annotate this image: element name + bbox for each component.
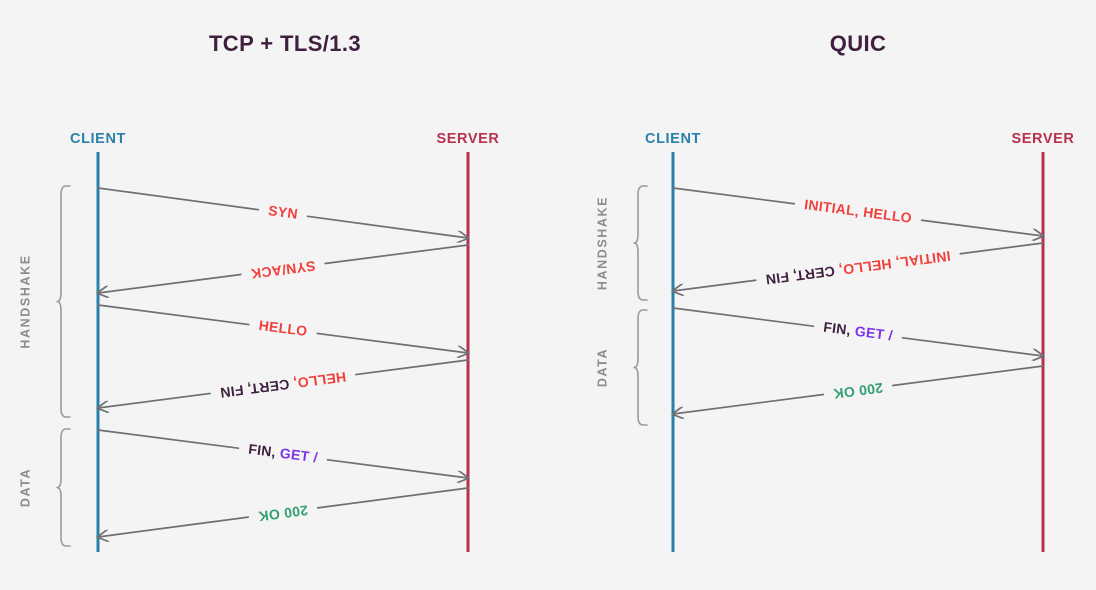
message-line-quic-1 — [673, 242, 1044, 291]
client-label-quic: CLIENT — [645, 131, 701, 147]
message-line-right — [316, 332, 468, 353]
message-line-left — [97, 304, 250, 326]
message-label-tcp-1: SYN/ACK — [250, 258, 317, 282]
message-line-quic-3 — [673, 365, 1044, 414]
panel-title-quic: QUIC — [830, 31, 887, 56]
message-line-left — [316, 487, 469, 509]
group-brace-tcp-0 — [56, 185, 71, 418]
message-line-left — [324, 244, 469, 265]
message-line-left — [959, 242, 1044, 255]
server-label-tcp: SERVER — [437, 131, 500, 147]
message-line-left — [97, 429, 240, 450]
message-line-quic-2 — [672, 307, 1043, 356]
message-line-right — [98, 392, 211, 408]
message-label-quic-1: INITIAL, HELLO, CERT, FIN — [765, 248, 952, 288]
group-brace-tcp-1 — [56, 428, 71, 547]
message-line-tcp-0 — [97, 187, 468, 238]
server-label-quic: SERVER — [1012, 131, 1075, 147]
message-label-tcp-0: SYN — [267, 202, 299, 222]
message-line-right — [901, 336, 1043, 356]
message-line-right — [98, 516, 250, 537]
message-line-left — [672, 307, 815, 328]
client-label-tcp: CLIENT — [70, 131, 126, 147]
message-line-left — [672, 187, 796, 205]
message-line-right — [673, 393, 825, 414]
message-line-quic-0 — [672, 187, 1043, 236]
message-line-tcp-4 — [97, 429, 468, 478]
message-line-right — [920, 219, 1043, 236]
message-line-tcp-2 — [97, 304, 468, 353]
message-label-tcp-4: FIN, GET / — [247, 440, 318, 465]
message-line-right — [98, 273, 242, 293]
message-label-quic-3: 200 OK — [832, 380, 884, 402]
message-line-right — [306, 215, 468, 238]
message-line-left — [355, 359, 469, 376]
group-label-tcp-1: DATA — [18, 468, 32, 507]
message-line-tcp-1 — [98, 244, 469, 293]
message-label-tcp-5: 200 OK — [257, 503, 309, 525]
message-label-quic-2: FIN, GET / — [822, 318, 893, 343]
panel-title-tcp: TCP + TLS/1.3 — [209, 31, 361, 56]
message-label-quic-0: INITIAL, HELLO — [803, 196, 913, 226]
panel-quic: QUIC CLIENT SERVER HANDSHAKE DATA INITIAL, HE… — [595, 31, 1074, 552]
group-label-quic-0: HANDSHAKE — [595, 196, 609, 290]
group-brace-quic-1 — [633, 309, 648, 426]
message-line-left — [891, 365, 1044, 387]
message-line-tcp-3 — [98, 359, 469, 408]
group-brace-quic-0 — [633, 185, 648, 301]
message-label-tcp-2: HELLO — [258, 317, 309, 339]
message-line-tcp-5 — [98, 487, 469, 537]
group-label-tcp-0: HANDSHAKE — [18, 254, 32, 348]
message-line-left — [97, 187, 260, 211]
message-label-tcp-3: HELLO, CERT, FIN — [219, 369, 347, 401]
message-line-right — [326, 458, 468, 478]
group-label-quic-1: DATA — [595, 348, 609, 387]
message-line-right — [673, 279, 757, 291]
